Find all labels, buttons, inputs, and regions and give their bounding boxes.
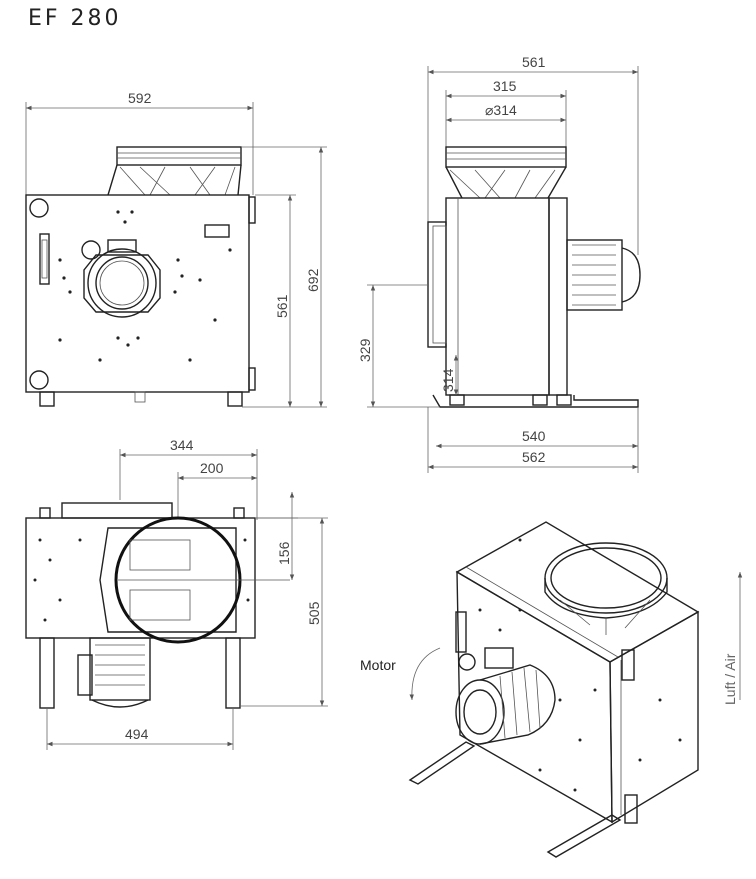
top-view: 344 200 156 bbox=[25, 437, 328, 750]
dim-front-total-height: 692 bbox=[305, 268, 321, 292]
dim-side-base-outer: 562 bbox=[522, 449, 546, 465]
dim-side-base-inner: 540 bbox=[522, 428, 546, 444]
side-view: 561 315 ⌀314 329 bbox=[357, 54, 641, 473]
dim-front-width: 592 bbox=[128, 90, 152, 106]
front-view: 592 bbox=[25, 90, 327, 408]
iso-view: Motor Luft / Air bbox=[360, 521, 743, 858]
dim-side-outlet: 315 bbox=[493, 78, 517, 94]
dim-top-depth: 505 bbox=[306, 601, 322, 625]
model-title: EF 280 bbox=[28, 6, 122, 31]
dim-top-offset: 344 bbox=[170, 437, 194, 453]
dim-side-base-height: 314 bbox=[440, 368, 456, 392]
dim-top-base: 494 bbox=[125, 726, 149, 742]
dim-side-inlet-height: 329 bbox=[357, 338, 373, 362]
dim-front-body-height: 561 bbox=[274, 294, 290, 318]
dim-side-width: 561 bbox=[522, 54, 546, 70]
dim-side-outlet-diameter: ⌀314 bbox=[485, 102, 517, 118]
dim-top-half: 200 bbox=[200, 460, 224, 476]
motor-label: Motor bbox=[360, 657, 396, 673]
dim-top-inset: 156 bbox=[276, 541, 292, 565]
airflow-label: Luft / Air bbox=[722, 653, 738, 705]
